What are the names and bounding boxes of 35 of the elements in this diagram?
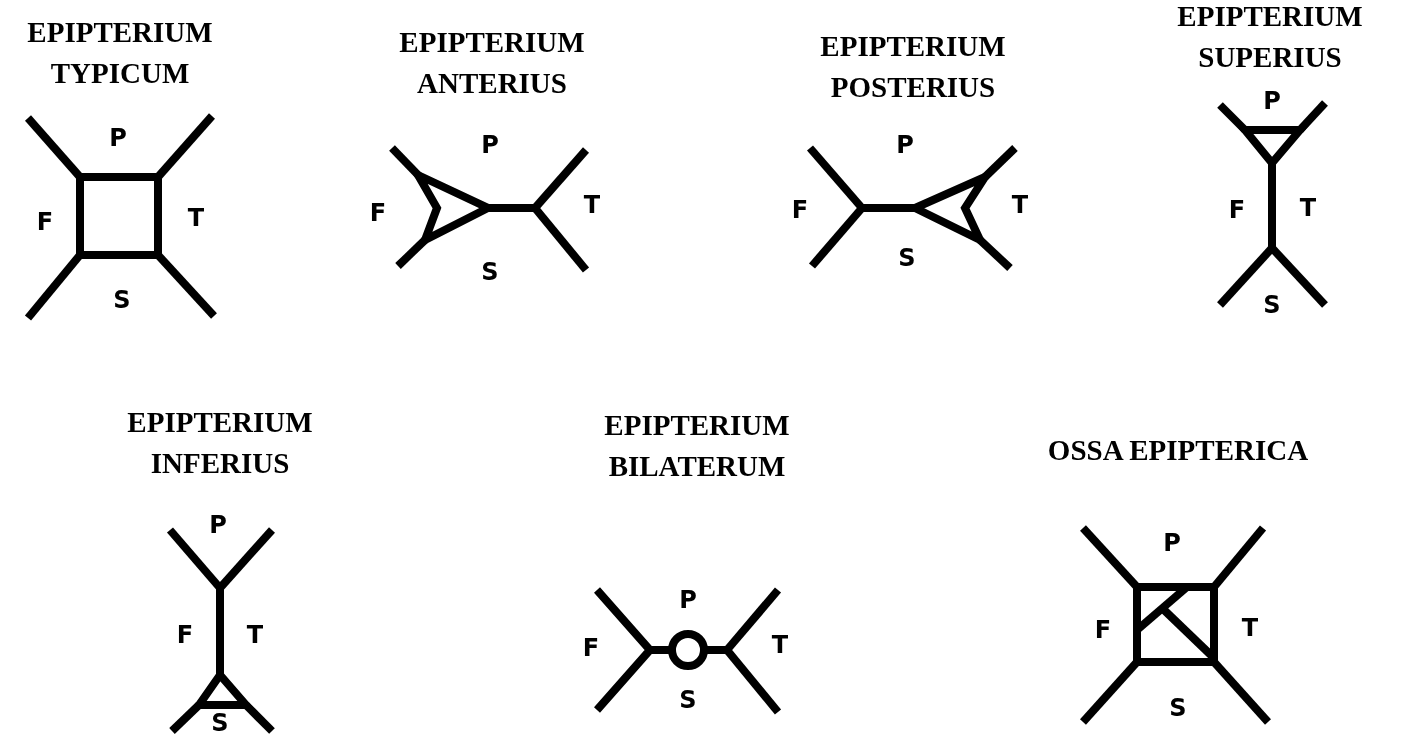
bone-letter: P	[1263, 88, 1281, 114]
bone-letter: P	[896, 132, 914, 158]
bone-letter: F	[1228, 197, 1246, 223]
bone-letter: T	[246, 622, 264, 648]
bone-letter: S	[481, 259, 499, 285]
bone-letter: P	[481, 132, 499, 158]
bone-letter: P	[209, 512, 227, 538]
bone-letter: T	[771, 632, 789, 658]
bone-letter: P	[1163, 530, 1181, 556]
bone-letter: F	[1094, 617, 1112, 643]
panel-heading: OSSA EPIPTERICA	[1046, 433, 1310, 468]
bone-letter: F	[36, 209, 54, 235]
panel-heading: EPIPTERIUM ANTERIUS	[398, 25, 586, 101]
panel-heading: EPIPTERIUM INFERIUS	[126, 405, 314, 481]
bone-letter: S	[1169, 695, 1187, 721]
bone-letter: P	[109, 125, 127, 151]
panel-heading: EPIPTERIUM POSTERIUS	[819, 29, 1007, 105]
bone-letter: S	[211, 710, 229, 736]
bone-letter: F	[369, 200, 387, 226]
bone-letter: F	[582, 635, 600, 661]
bone-letter: T	[1011, 192, 1029, 218]
bone-letter: S	[898, 245, 916, 271]
panel-heading: EPIPTERIUM TYPICUM	[26, 15, 214, 91]
panel-heading: EPIPTERIUM SUPERIUS	[1176, 0, 1364, 75]
bone-letter: T	[583, 192, 601, 218]
bone-letter: T	[1241, 615, 1259, 641]
bone-letter: S	[1263, 292, 1281, 318]
bone-letter: T	[1299, 195, 1317, 221]
panel-heading: EPIPTERIUM BILATERUM	[603, 408, 791, 484]
bone-letter: F	[176, 622, 194, 648]
bone-letter: P	[679, 587, 697, 613]
bone-letter: S	[679, 687, 697, 713]
bone-letter: F	[791, 197, 809, 223]
bone-letter: S	[113, 287, 131, 313]
bone-letter: T	[187, 205, 205, 231]
